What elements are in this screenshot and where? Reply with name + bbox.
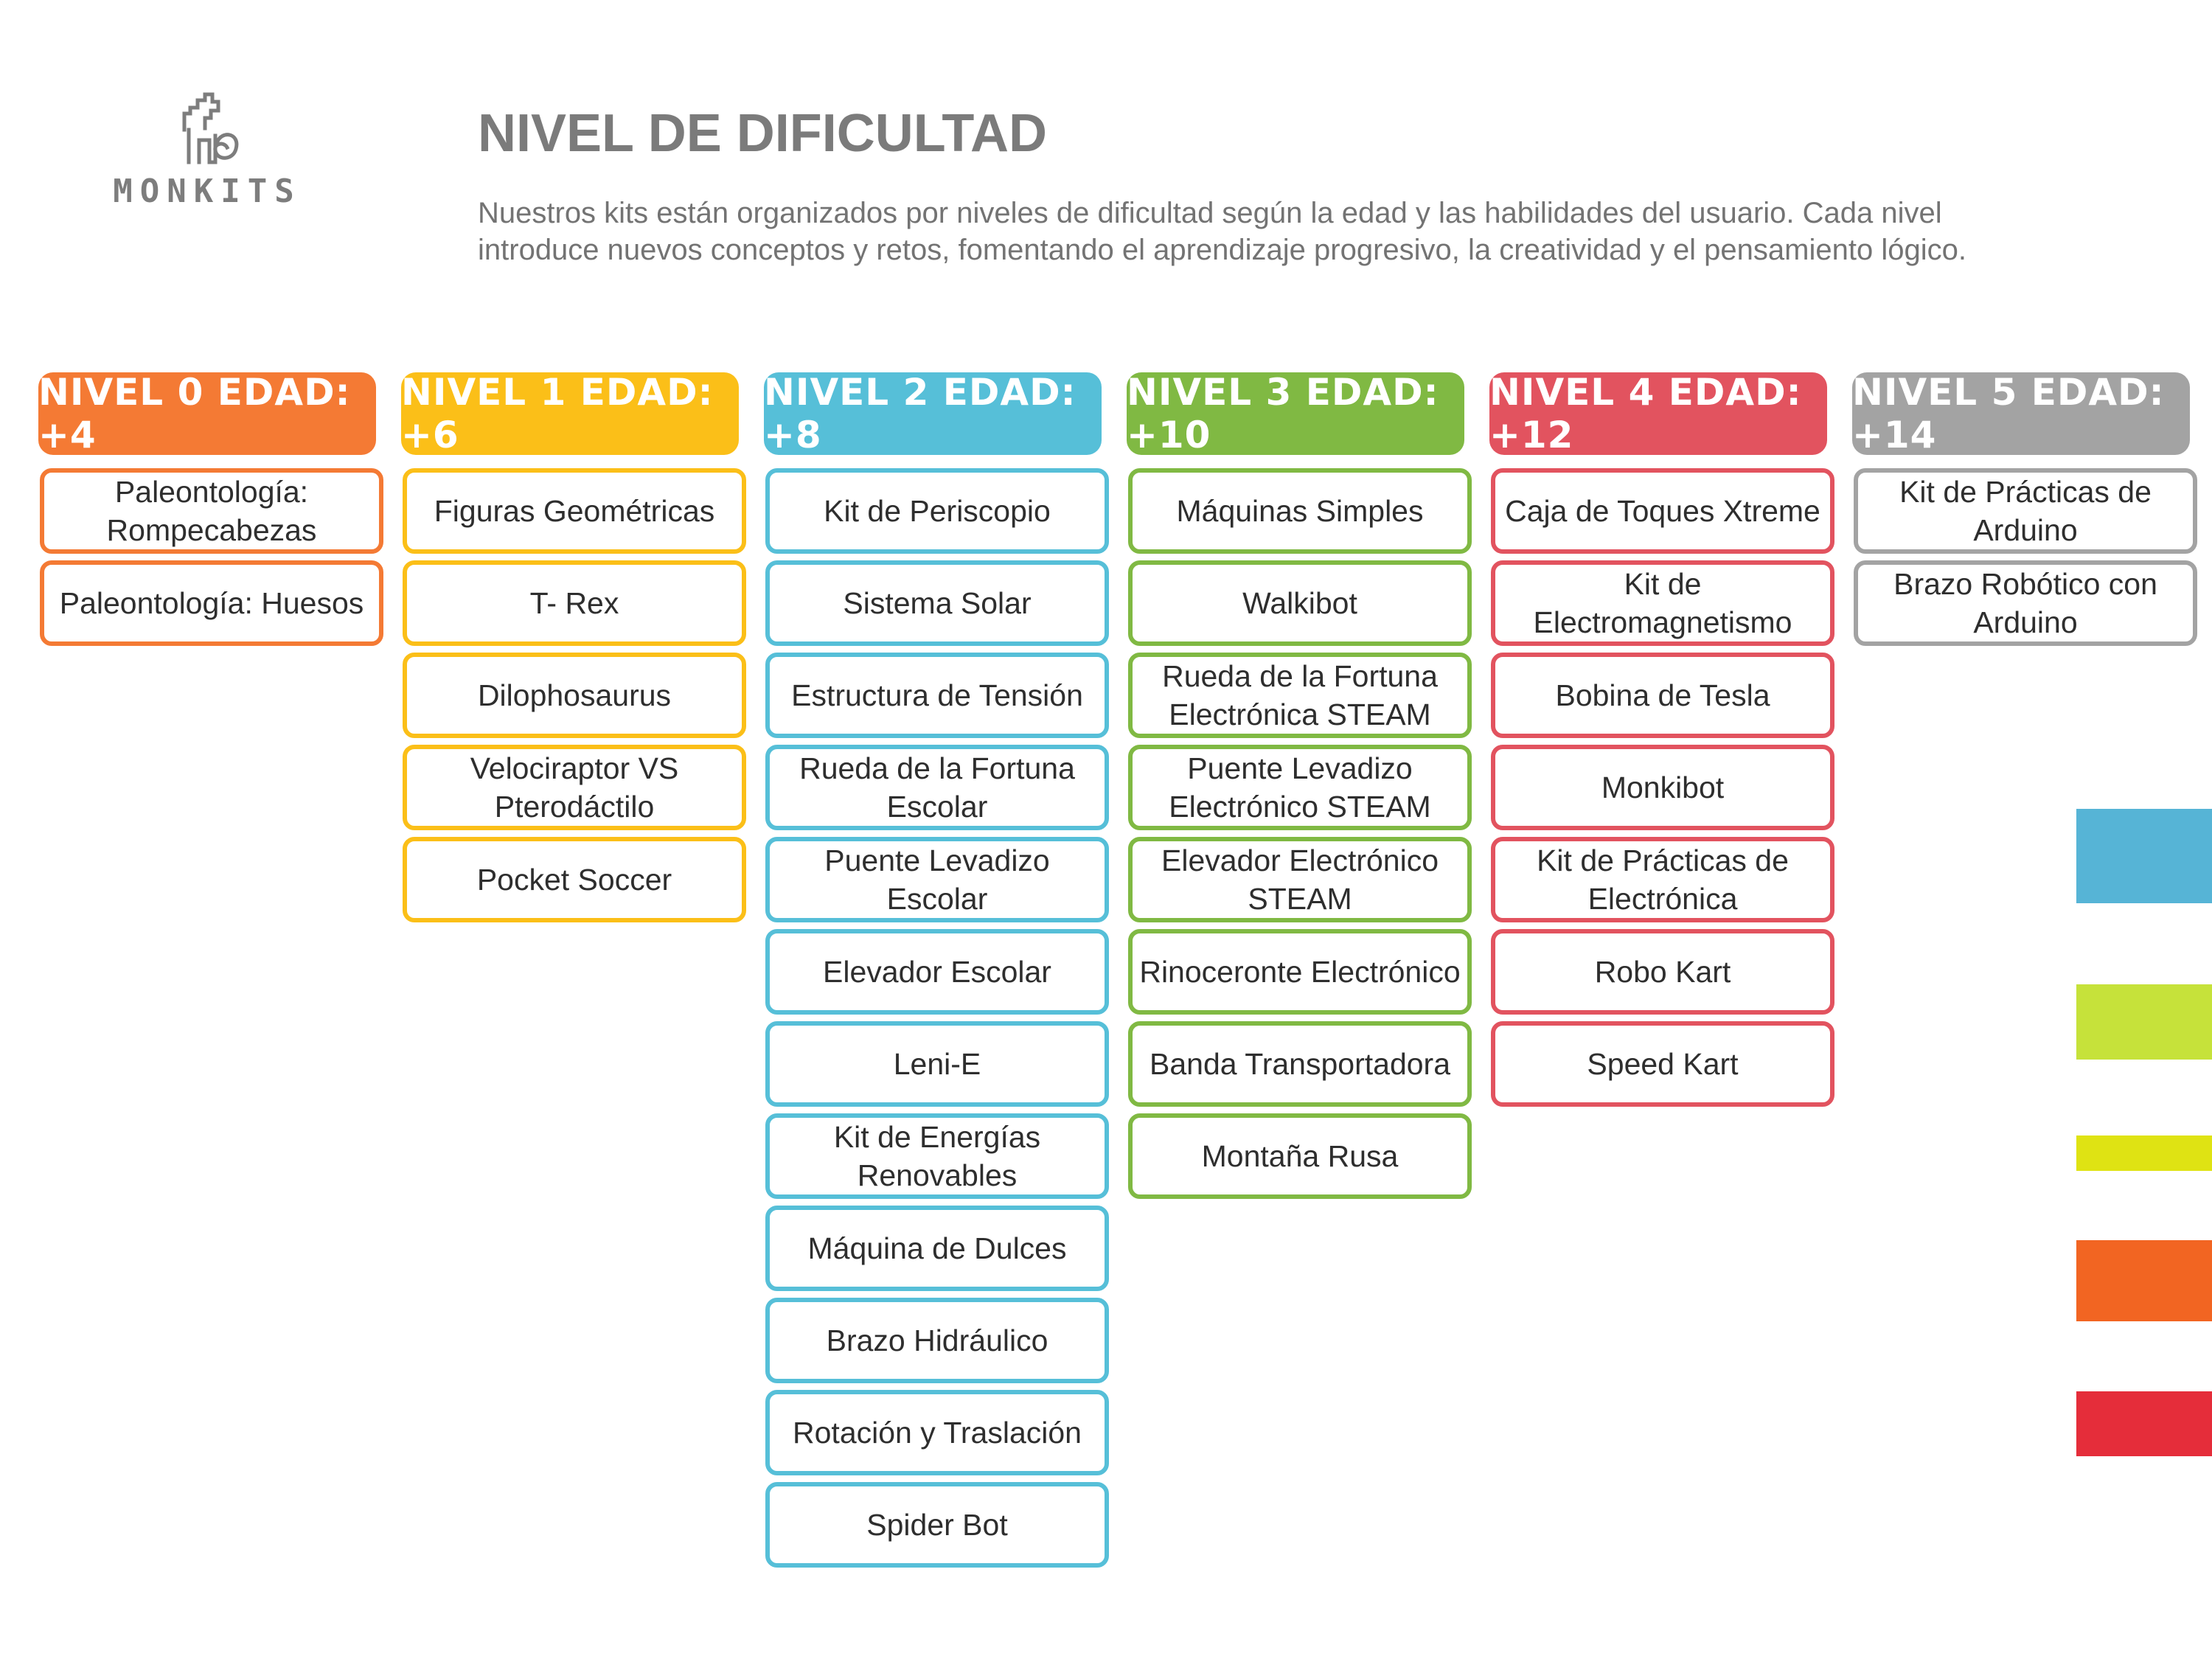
- color-swatch: [2076, 1135, 2212, 1171]
- kit-item: T- Rex: [403, 560, 746, 646]
- kit-item: Monkibot: [1491, 745, 1834, 830]
- kit-item: Figuras Geométricas: [403, 468, 746, 554]
- intro-paragraph: Nuestros kits están organizados por nive…: [478, 197, 1966, 266]
- kit-item: Kit de Energías Renovables: [765, 1113, 1109, 1199]
- kit-item: Banda Transportadora: [1128, 1021, 1472, 1107]
- kit-item: Elevador Electrónico STEAM: [1128, 837, 1472, 922]
- kit-item: Kit de Prácticas de Arduino: [1854, 468, 2197, 554]
- kit-item: Montaña Rusa: [1128, 1113, 1472, 1199]
- kit-item: Rueda de la Fortuna Electrónica STEAM: [1128, 653, 1472, 738]
- kit-item: Kit de Prácticas de Electrónica: [1491, 837, 1834, 922]
- kit-item: Spider Bot: [765, 1482, 1109, 1568]
- kit-item: Paleontología: Huesos: [40, 560, 383, 646]
- level-header-5: NIVEL 5 EDAD: +14: [1852, 371, 2190, 456]
- color-swatch: [2076, 984, 2212, 1060]
- level-header-1: NIVEL 1 EDAD: +6: [401, 371, 739, 456]
- brand-logo: MONKITS: [100, 91, 314, 217]
- color-swatch: [2076, 809, 2212, 903]
- kit-item: Estructura de Tensión: [765, 653, 1109, 738]
- kit-item: Speed Kart: [1491, 1021, 1834, 1107]
- level-header-2: NIVEL 2 EDAD: +8: [764, 371, 1102, 456]
- kit-item: Paleontología: Rompecabezas: [40, 468, 383, 554]
- kit-item: Bobina de Tesla: [1491, 653, 1834, 738]
- kit-item: Robo Kart: [1491, 929, 1834, 1015]
- kit-item: Pocket Soccer: [403, 837, 746, 922]
- color-swatch: [2076, 1391, 2212, 1456]
- kit-item: Brazo Robótico con Arduino: [1854, 560, 2197, 646]
- color-swatch: [2076, 1240, 2212, 1321]
- kit-item: Puente Levadizo Electrónico STEAM: [1128, 745, 1472, 830]
- level-header-3: NIVEL 3 EDAD: +10: [1127, 371, 1464, 456]
- kit-item: Sistema Solar: [765, 560, 1109, 646]
- kit-item: Máquina de Dulces: [765, 1206, 1109, 1291]
- kit-item: Máquinas Simples: [1128, 468, 1472, 554]
- kit-item: Caja de Toques Xtreme: [1491, 468, 1834, 554]
- kit-item: Rinoceronte Electrónico: [1128, 929, 1472, 1015]
- kit-item: Rueda de la Fortuna Escolar: [765, 745, 1109, 830]
- kit-item: Rotación y Traslación: [765, 1390, 1109, 1475]
- kit-item: Puente Levadizo Escolar: [765, 837, 1109, 922]
- page-title: NIVEL DE DIFICULTAD: [478, 104, 1047, 163]
- brand-name: MONKITS: [113, 173, 302, 210]
- monkey-cat-outline-icon: [182, 92, 239, 164]
- kit-item: Dilophosaurus: [403, 653, 746, 738]
- kit-item: Leni-E: [765, 1021, 1109, 1107]
- kit-item: Walkibot: [1128, 560, 1472, 646]
- kit-item: Velociraptor VS Pterodáctilo: [403, 745, 746, 830]
- kit-item: Elevador Escolar: [765, 929, 1109, 1015]
- kit-item: Brazo Hidráulico: [765, 1298, 1109, 1383]
- kit-item: Kit de Periscopio: [765, 468, 1109, 554]
- level-header-0: NIVEL 0 EDAD: +4: [38, 371, 376, 456]
- level-header-4: NIVEL 4 EDAD: +12: [1489, 371, 1827, 456]
- kit-item: Kit de Electromagnetismo: [1491, 560, 1834, 646]
- level-column-0: NIVEL 0 EDAD: +4 Paleontología: Rompecabe…: [38, 371, 383, 646]
